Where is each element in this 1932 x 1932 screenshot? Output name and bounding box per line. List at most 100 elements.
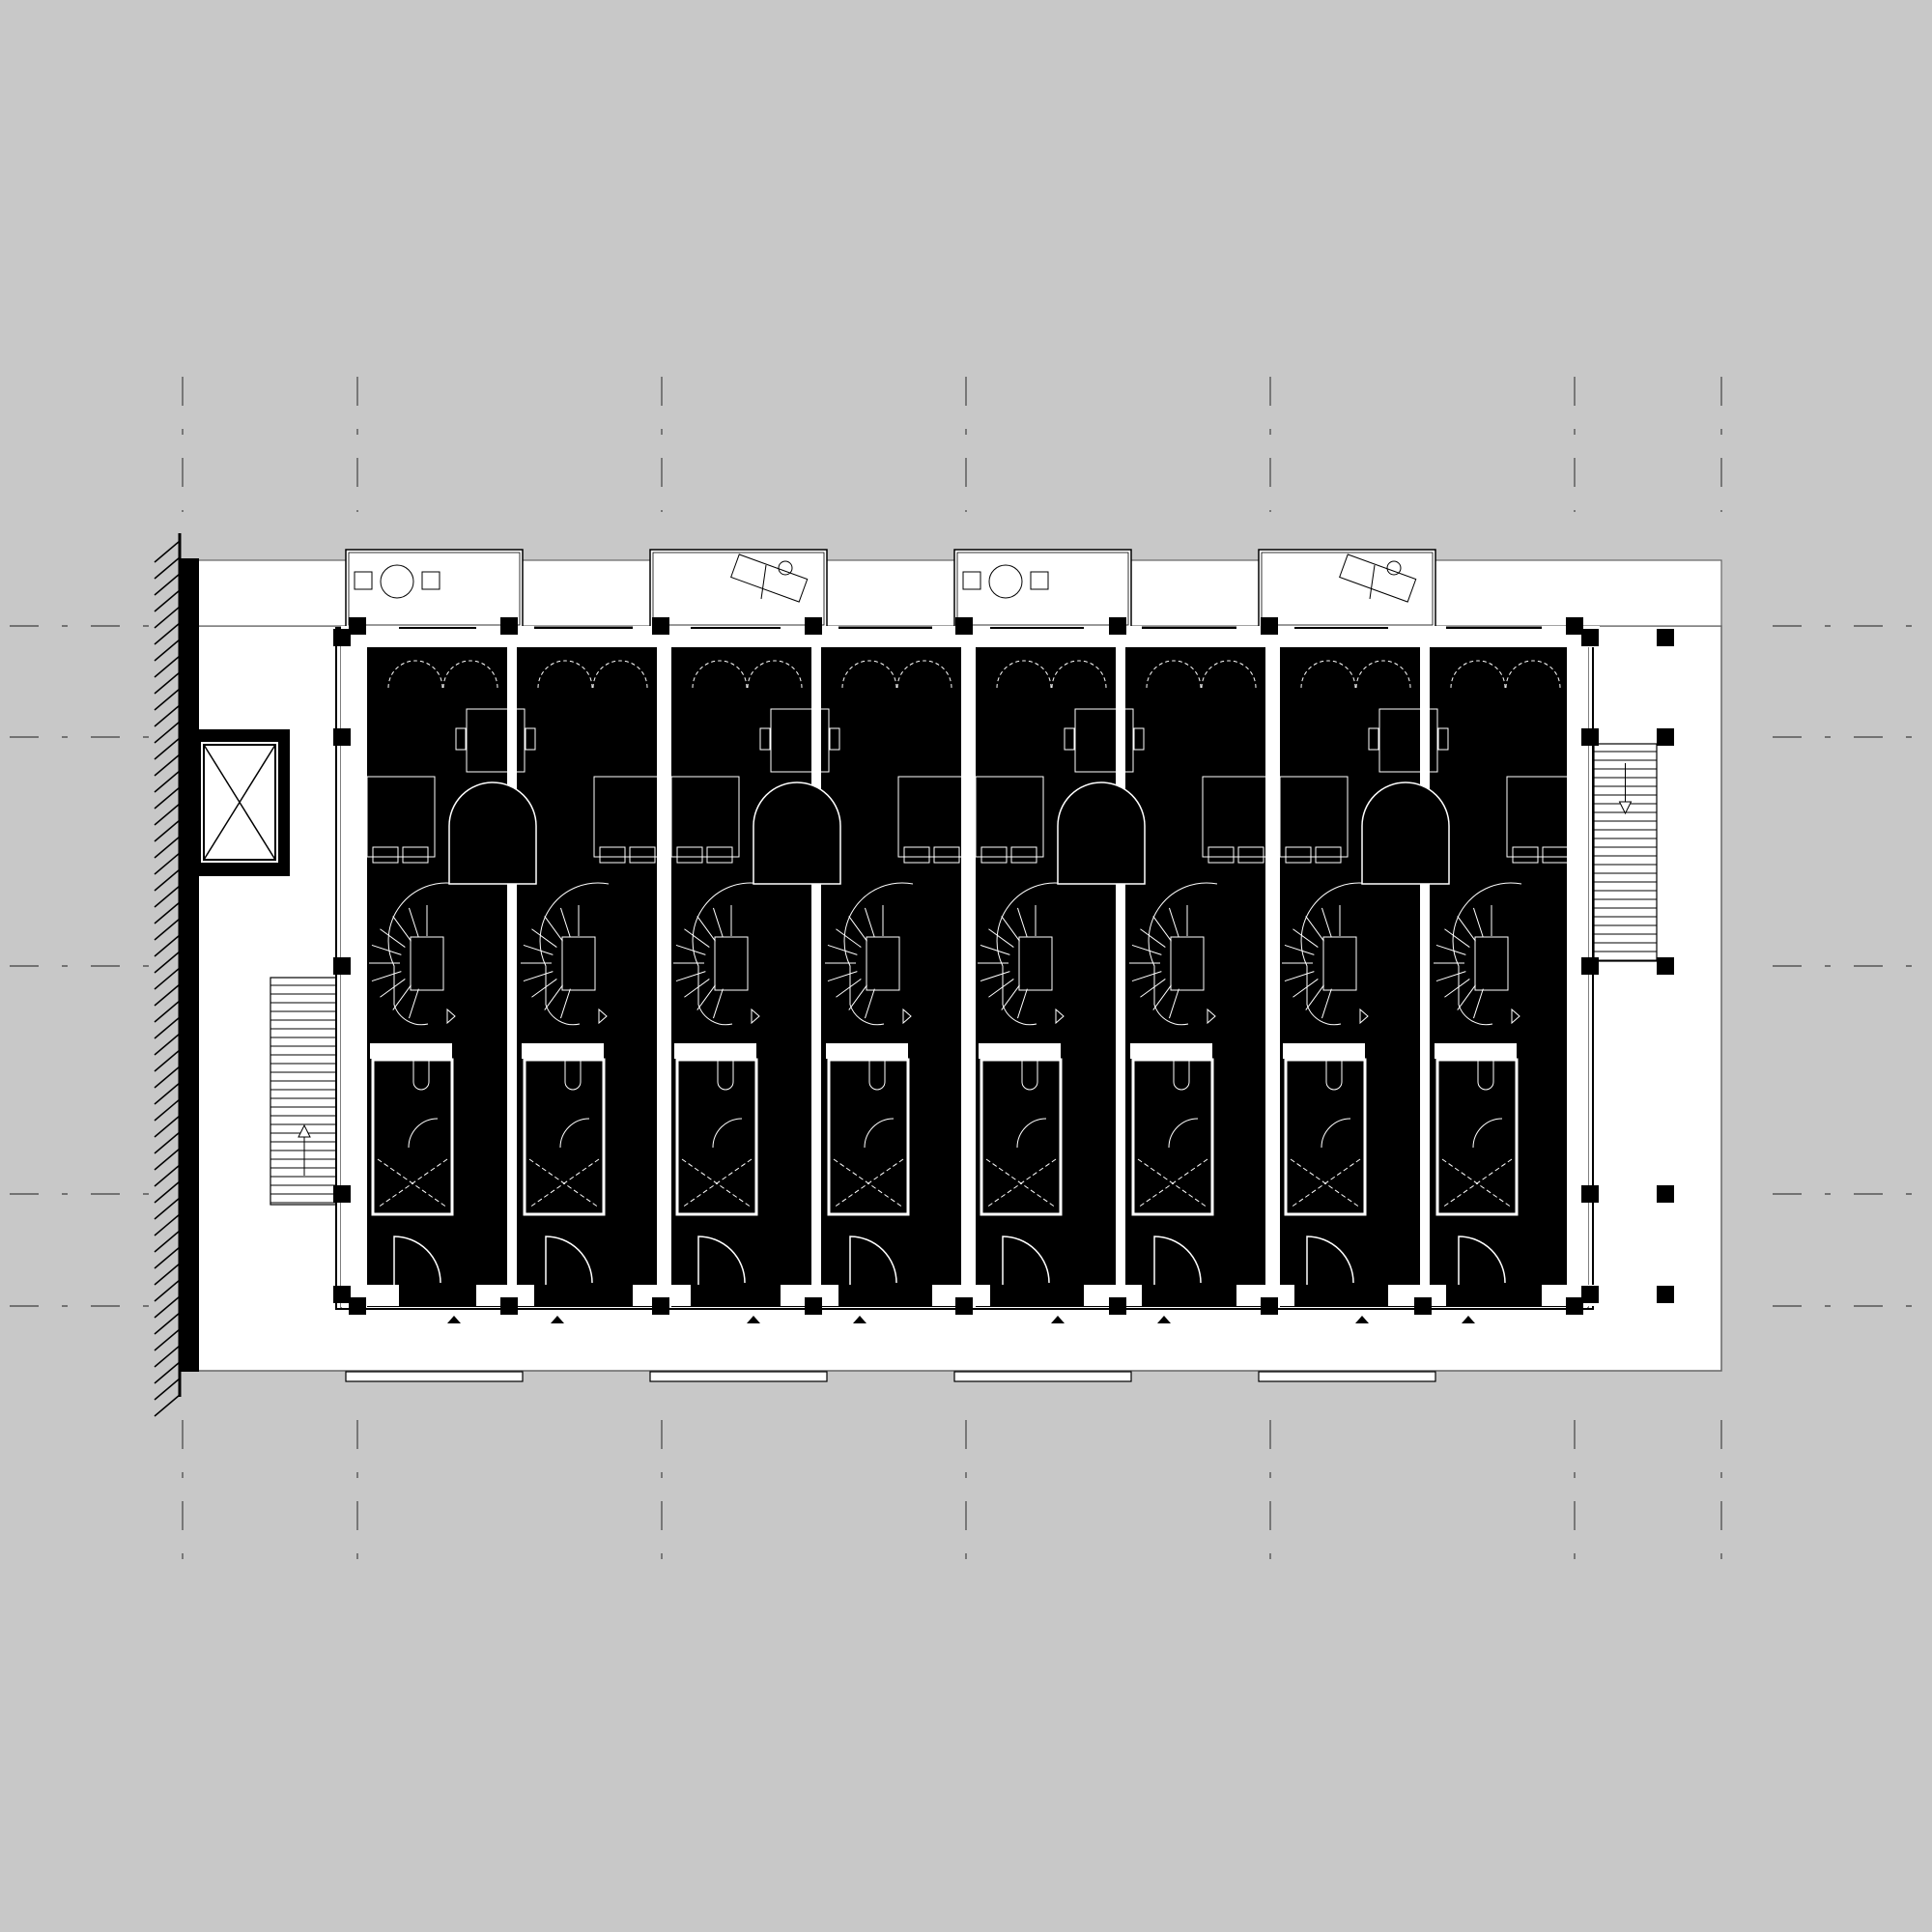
toilet (1477, 1061, 1494, 1091)
shower (1137, 1158, 1208, 1208)
bathroom (1284, 1058, 1367, 1216)
hatch-line (154, 1246, 181, 1269)
balcony-table (988, 564, 1023, 599)
column (500, 1297, 518, 1315)
window-door-swing (1300, 660, 1356, 689)
bed (1202, 776, 1271, 858)
hatch-line (154, 1131, 181, 1154)
spiral-stair-icon (825, 882, 914, 1026)
dining-table (1074, 708, 1134, 773)
mullion-bottom (781, 1285, 838, 1306)
stair-arrow (598, 1008, 608, 1025)
bed (1279, 776, 1349, 858)
column (349, 1297, 366, 1315)
hatch-line (154, 1197, 181, 1220)
stair-tread (1305, 984, 1324, 1010)
stair-tread (1444, 928, 1470, 948)
hatch-line (154, 1328, 181, 1351)
balcony-table (380, 564, 414, 599)
toilet (564, 1061, 582, 1091)
dwelling-interior (517, 647, 657, 1307)
entrance-door (849, 1236, 897, 1285)
window-door-swing (692, 660, 748, 689)
window-door-swing (747, 660, 803, 689)
sun-lounger (1339, 554, 1417, 603)
stair-arrow (1618, 801, 1633, 815)
hatch-line (154, 622, 181, 645)
column (1657, 629, 1674, 646)
stair-tread (1168, 988, 1179, 1019)
window-door-swing (1051, 660, 1107, 689)
balcony (1258, 549, 1436, 629)
stair-tread (1472, 907, 1484, 938)
column (333, 728, 351, 746)
bed (593, 776, 663, 858)
stair-tread (988, 928, 1014, 948)
pillow (1010, 846, 1037, 864)
arch-passage (448, 781, 537, 885)
unit-pair (975, 647, 1280, 1307)
dwelling-interior (1125, 647, 1265, 1307)
entrance-arrow (853, 1316, 867, 1323)
stair-tread (988, 979, 1014, 998)
bed (975, 776, 1044, 858)
mullion-top (1388, 626, 1446, 647)
toilet (1021, 1061, 1038, 1091)
hatch-line (154, 770, 181, 793)
stair-tread (1457, 984, 1476, 1010)
unit-pair (1279, 647, 1576, 1307)
mullion-bottom (633, 1285, 691, 1306)
ledge (953, 1371, 1132, 1382)
hatch-line (154, 1098, 181, 1122)
entrance-arrow (1462, 1316, 1475, 1323)
bathroom-sink (979, 1043, 1061, 1059)
stair-arrow (1359, 1008, 1369, 1025)
balcony-pot (778, 560, 793, 576)
hatch-line (154, 1180, 181, 1204)
dwelling-interior (821, 647, 961, 1307)
pillow (980, 846, 1008, 864)
stair-tread (712, 988, 724, 1019)
mullion-top (633, 626, 691, 647)
window-door-swing (1450, 660, 1506, 689)
arch-passage (1057, 781, 1146, 885)
hatch-line (154, 885, 181, 908)
stair-tread (675, 944, 706, 955)
stair-tread (1168, 907, 1179, 938)
stair-tread (675, 971, 706, 982)
dwelling-interior (1280, 647, 1420, 1307)
stair-arrow (1511, 1008, 1520, 1025)
column (955, 617, 973, 635)
stair-well (714, 936, 749, 991)
hatch-line (154, 589, 181, 612)
stair-tread (544, 984, 563, 1010)
column (333, 629, 351, 646)
dwelling (1129, 660, 1271, 1285)
hatch-line (154, 1378, 181, 1401)
column (333, 1185, 351, 1203)
toilet (1173, 1061, 1190, 1091)
stair-tread (836, 928, 862, 948)
stair-tread (408, 907, 419, 938)
dining-chair (455, 727, 467, 751)
hatch-line (154, 1345, 181, 1368)
balcony-rail (652, 552, 825, 626)
hatch-line (154, 1213, 181, 1236)
stair-well (866, 936, 900, 991)
wall-right (1567, 628, 1588, 1307)
hatch-line (154, 606, 181, 629)
dwelling (1434, 660, 1576, 1285)
hatch-line (154, 1361, 181, 1384)
stair-curve (539, 882, 610, 1026)
stair-curve (1148, 882, 1218, 1026)
dwelling (825, 660, 967, 1285)
column (652, 617, 669, 635)
column (1581, 957, 1599, 975)
stair-tread (1001, 916, 1020, 942)
party-wall-thin (1420, 649, 1430, 1287)
spiral-stair-icon (978, 882, 1066, 1026)
entrance-door (1153, 1236, 1202, 1285)
entrance-door (545, 1236, 593, 1285)
ledge (649, 1371, 828, 1382)
stair-tread (1293, 928, 1319, 948)
